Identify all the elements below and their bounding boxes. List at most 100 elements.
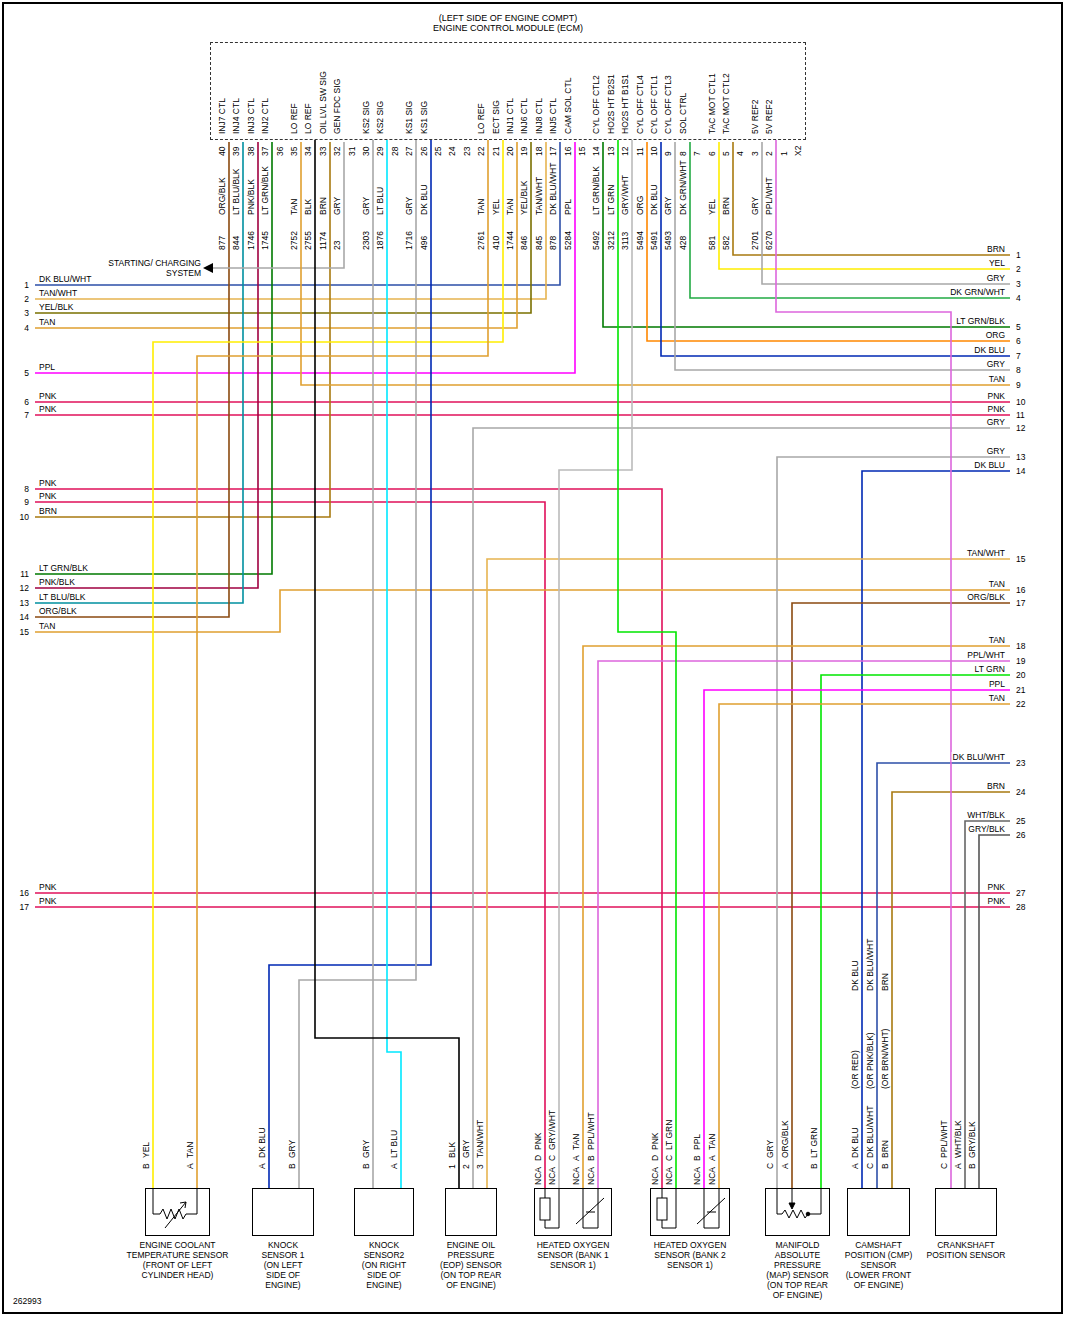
sensor-pin-label: 2 [461, 1163, 471, 1170]
component-name: CAMSHAFT POSITION (CMP) SENSOR (LOWER FR… [845, 1240, 913, 1290]
connector-number: 27 [1015, 888, 1026, 898]
wire-color: GRY [404, 196, 414, 216]
thermistor-symbol [153, 1188, 197, 1219]
wire [35, 142, 330, 517]
wire [35, 142, 560, 285]
component-name: HEATED OXYGEN SENSOR (BANK 1 SENSOR 1) [533, 1240, 613, 1270]
sensor-pin-label: NCA [571, 1166, 581, 1186]
sensor-pin-label: PPL [692, 1133, 702, 1151]
sensor-pin-label: ORG/BLK [780, 1119, 790, 1159]
connector-number: 3 [1015, 279, 1022, 289]
wire-color: DK BLU/WHT [38, 274, 92, 284]
pin-number: 11 [635, 146, 645, 157]
sensor-box: CAMSHAFT POSITION (CMP) SENSOR (LOWER FR… [847, 1188, 910, 1236]
wire [35, 142, 258, 588]
connector-number: 21 [1015, 685, 1026, 695]
circuit-number: 2752 [289, 230, 299, 251]
wire [704, 690, 1010, 1188]
sensor-pin-label: GRY [361, 1139, 371, 1159]
pin-function: INJ7 CTL [217, 97, 227, 135]
connector-number: 23 [1015, 758, 1026, 768]
pin-function: SOL CTRL [678, 92, 688, 135]
wire [301, 142, 1010, 385]
wire-connector [618, 140, 676, 1188]
sensor-pin-label: (OR RED) [850, 1049, 860, 1090]
pin-number: X2 [793, 145, 803, 157]
wire-color: PNK [38, 404, 57, 414]
wire [979, 835, 1010, 1188]
component-name: (LEFT SIDE OF ENGINE COMPT) ENGINE CONTR… [421, 13, 596, 33]
wire-color: PNK [38, 882, 57, 892]
wire-color: PNK [38, 491, 57, 501]
pin-number: 24 [447, 146, 457, 157]
sensor-pin-label: TAN [571, 1133, 581, 1151]
wire-connector [776, 140, 951, 1188]
pin-number: 8 [678, 150, 688, 157]
wire-color: BRN [318, 196, 328, 216]
sensor-pin-label: TAN [185, 1141, 195, 1159]
system-label: STARTING/ CHARGING SYSTEM [100, 258, 202, 278]
sensor-pin-label: TAN/WHT [475, 1119, 485, 1159]
wire-color: TAN/WHT [966, 548, 1006, 558]
pin-number: 7 [692, 150, 702, 157]
sensor-pin-label: B [880, 1162, 890, 1170]
sensor-pin-label: A [571, 1154, 581, 1162]
pin-function: LO REF [289, 102, 299, 135]
wire-color: TAN [38, 317, 56, 327]
wire-color: LT GRN/BLK [955, 316, 1006, 326]
wire [675, 142, 1010, 370]
connector-number: 2 [1015, 264, 1022, 274]
wire-color: DK GRN/WHT [949, 287, 1006, 297]
pin-function: INJ1 CTL [505, 97, 515, 135]
wire-color: PNK/BLK [246, 178, 256, 216]
wire-color: TAN [988, 635, 1006, 645]
circuit-number: 877 [217, 235, 227, 251]
connector-number: 6 [1015, 336, 1022, 346]
wire-color: PPL [38, 362, 56, 372]
wire-color: LT GRN/BLK [260, 165, 270, 216]
wire [35, 590, 1010, 632]
wire [35, 414, 1010, 416]
wires [35, 142, 1010, 1188]
circuit-number: 496 [419, 235, 429, 251]
wire [35, 892, 1010, 894]
potentiometer-symbol [777, 1188, 821, 1218]
wire-color: YEL/BLK [38, 302, 75, 312]
sensor-pin-label: GRY [287, 1139, 297, 1159]
wire [661, 142, 1010, 356]
pin-function: TAC MOT CTL2 [721, 72, 731, 135]
pin-function: HO2S HT B2S1 [606, 73, 616, 135]
pin-number: 22 [476, 146, 486, 157]
sensor-pin-label: A [953, 1162, 963, 1170]
sensor-box: ENGINE OIL PRESSURE (EOP) SENSOR (ON TOP… [445, 1188, 497, 1236]
pin-number: 33 [318, 146, 328, 157]
wire-color: ORG/BLK [38, 606, 78, 616]
circuit-number: 1876 [375, 230, 385, 251]
wire [647, 142, 1010, 341]
circuit-number: 1746 [246, 230, 256, 251]
sensor-pin-label: PPL/WHT [586, 1111, 596, 1151]
connector-number: 16 [19, 888, 30, 898]
sensor-pin-label: LT GRN [809, 1127, 819, 1159]
sensor-pin-label: NCA [650, 1166, 660, 1186]
wire-color: PNK/BLK [38, 577, 76, 587]
sensor-pin-label: NCA [664, 1166, 674, 1186]
circuit-number: 581 [707, 235, 717, 251]
wire [212, 142, 344, 268]
wire-color: TAN [38, 621, 56, 631]
sensor-element-symbol [697, 1188, 725, 1228]
sensor-pin-label: NCA [707, 1166, 717, 1186]
sensor-pin-label: C [939, 1162, 949, 1170]
sensor-pin-label: B [692, 1154, 702, 1162]
pin-number: 3 [750, 150, 760, 157]
pin-function: KS2 SIG [361, 100, 371, 135]
connector-number: 17 [19, 902, 30, 912]
connector-number: 4 [1015, 293, 1022, 303]
pin-number: 13 [606, 146, 616, 157]
sensor-pin-label: DK BLU [850, 959, 860, 992]
wire-color: TAN/WHT [534, 176, 544, 216]
pin-number: 18 [534, 146, 544, 157]
connector-number: 26 [1015, 830, 1026, 840]
sensor-symbols [153, 1188, 821, 1228]
